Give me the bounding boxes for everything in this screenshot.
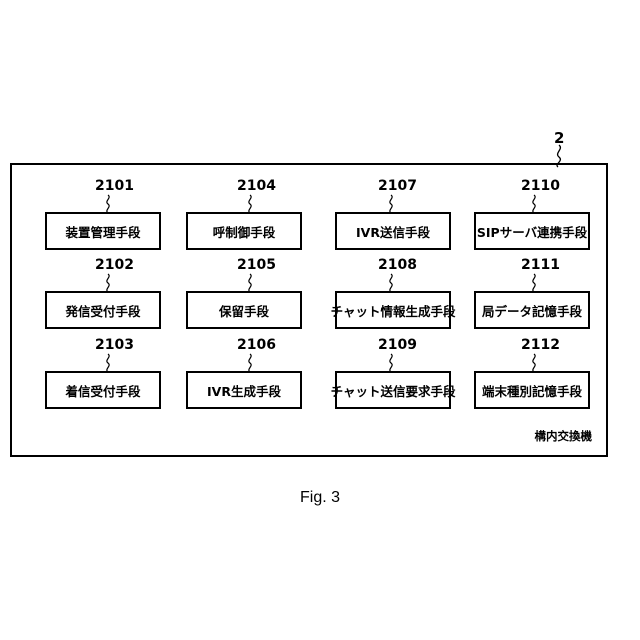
leader-line	[242, 195, 258, 213]
unit-box: IVR送信手段	[335, 212, 451, 250]
unit-box: IVR生成手段	[186, 371, 302, 409]
unit-ref-number: 2102	[95, 257, 134, 273]
leader-line	[100, 195, 116, 213]
unit-ref-number: 2112	[521, 337, 560, 353]
unit-box: チャット情報生成手段	[335, 291, 451, 329]
unit-ref-number: 2101	[95, 178, 134, 194]
unit-box: 端末種別記憶手段	[474, 371, 590, 409]
leader-line	[242, 274, 258, 292]
leader-line	[242, 354, 258, 372]
leader-line	[100, 354, 116, 372]
unit-box: 装置管理手段	[45, 212, 161, 250]
leader-line	[100, 274, 116, 292]
unit-ref-number: 2110	[521, 178, 560, 194]
pbx-label: 構内交換機	[535, 428, 593, 444]
unit-ref-number: 2103	[95, 337, 134, 353]
unit-ref-number: 2106	[237, 337, 276, 353]
unit-ref-number: 2109	[378, 337, 417, 353]
unit-ref-number: 2107	[378, 178, 417, 194]
figure-caption: Fig. 3	[0, 489, 640, 507]
leader-line	[383, 354, 399, 372]
unit-ref-number: 2111	[521, 257, 560, 273]
unit-box: 発信受付手段	[45, 291, 161, 329]
leader-line	[383, 195, 399, 213]
unit-box: SIPサーバ連携手段	[474, 212, 590, 250]
leader-line	[526, 195, 542, 213]
unit-box: 着信受付手段	[45, 371, 161, 409]
leader-line	[383, 274, 399, 292]
unit-ref-number: 2105	[237, 257, 276, 273]
unit-box: チャット送信要求手段	[335, 371, 451, 409]
leader-line	[526, 274, 542, 292]
leader-line	[526, 354, 542, 372]
unit-box: 保留手段	[186, 291, 302, 329]
unit-ref-number: 2104	[237, 178, 276, 194]
unit-box: 局データ記憶手段	[474, 291, 590, 329]
unit-box: 呼制御手段	[186, 212, 302, 250]
unit-ref-number: 2108	[378, 257, 417, 273]
